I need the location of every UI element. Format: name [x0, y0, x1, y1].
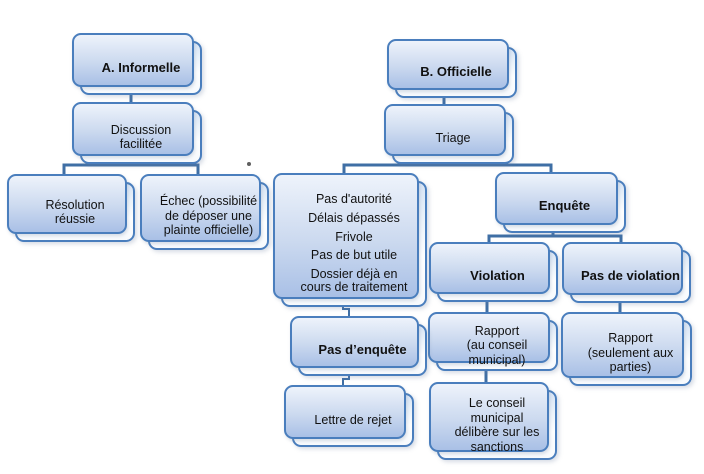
node-b-officielle: B. Officielle	[387, 39, 517, 98]
reason-delais-depasses: Délais dépassés	[308, 210, 400, 225]
stray-dot	[247, 162, 251, 166]
node-discussion-facilitee: Discussion facilitée	[72, 102, 202, 164]
node-rapport-conseil: Rapport (au conseil municipal)	[428, 312, 558, 371]
node-triage: Triage	[384, 104, 514, 164]
node-enquete: Enquête	[495, 172, 626, 233]
node-resolution-reussie-label: Résolution réussie	[45, 197, 105, 227]
node-pas-de-violation-label: Pas de violation	[581, 268, 680, 284]
node-echec-label: Échec (possibilité de déposer une plaint…	[159, 194, 258, 238]
node-pas-denquete-label: Pas d’enquête	[318, 341, 407, 357]
reason-pas-de-but-utile: Pas de but utile	[310, 248, 398, 263]
node-pas-denquete: Pas d’enquête	[290, 316, 427, 376]
node-lettre-de-rejet-label: Lettre de rejet	[314, 412, 392, 427]
node-conseil-delibere: Le conseil municipal délibère sur les sa…	[429, 382, 557, 460]
node-rapport-conseil-label: Rapport (au conseil municipal)	[466, 323, 528, 367]
node-lettre-de-rejet: Lettre de rejet	[284, 385, 414, 447]
reason-pas-autorite: Pas d'autorité	[315, 192, 393, 207]
node-rapport-parties-label: Rapport (seulement aux parties)	[587, 331, 674, 375]
node-pas-de-violation: Pas de violation	[562, 242, 691, 303]
node-echec: Échec (possibilité de déposer une plaint…	[140, 174, 269, 250]
reason-dossier-en-cours: Dossier déjà en cours de traitement	[300, 266, 408, 295]
node-rapport-parties: Rapport (seulement aux parties)	[561, 312, 692, 386]
node-enquete-label: Enquête	[538, 198, 591, 214]
node-b-officielle-label: B. Officielle	[420, 64, 492, 80]
reason-frivole: Frivole	[335, 229, 373, 244]
node-a-informelle-label: A. Informelle	[101, 59, 181, 75]
node-violation: Violation	[429, 242, 558, 302]
node-motifs-de-rejet: Pas d'autorité Délais dépassés Frivole P…	[273, 173, 427, 307]
node-triage-label: Triage	[435, 130, 471, 145]
node-discussion-facilitee-label: Discussion facilitée	[110, 122, 172, 152]
node-a-informelle: A. Informelle	[72, 33, 202, 95]
node-conseil-delibere-label: Le conseil municipal délibère sur les sa…	[454, 396, 540, 454]
node-violation-label: Violation	[470, 267, 525, 283]
node-resolution-reussie: Résolution réussie	[7, 174, 135, 242]
